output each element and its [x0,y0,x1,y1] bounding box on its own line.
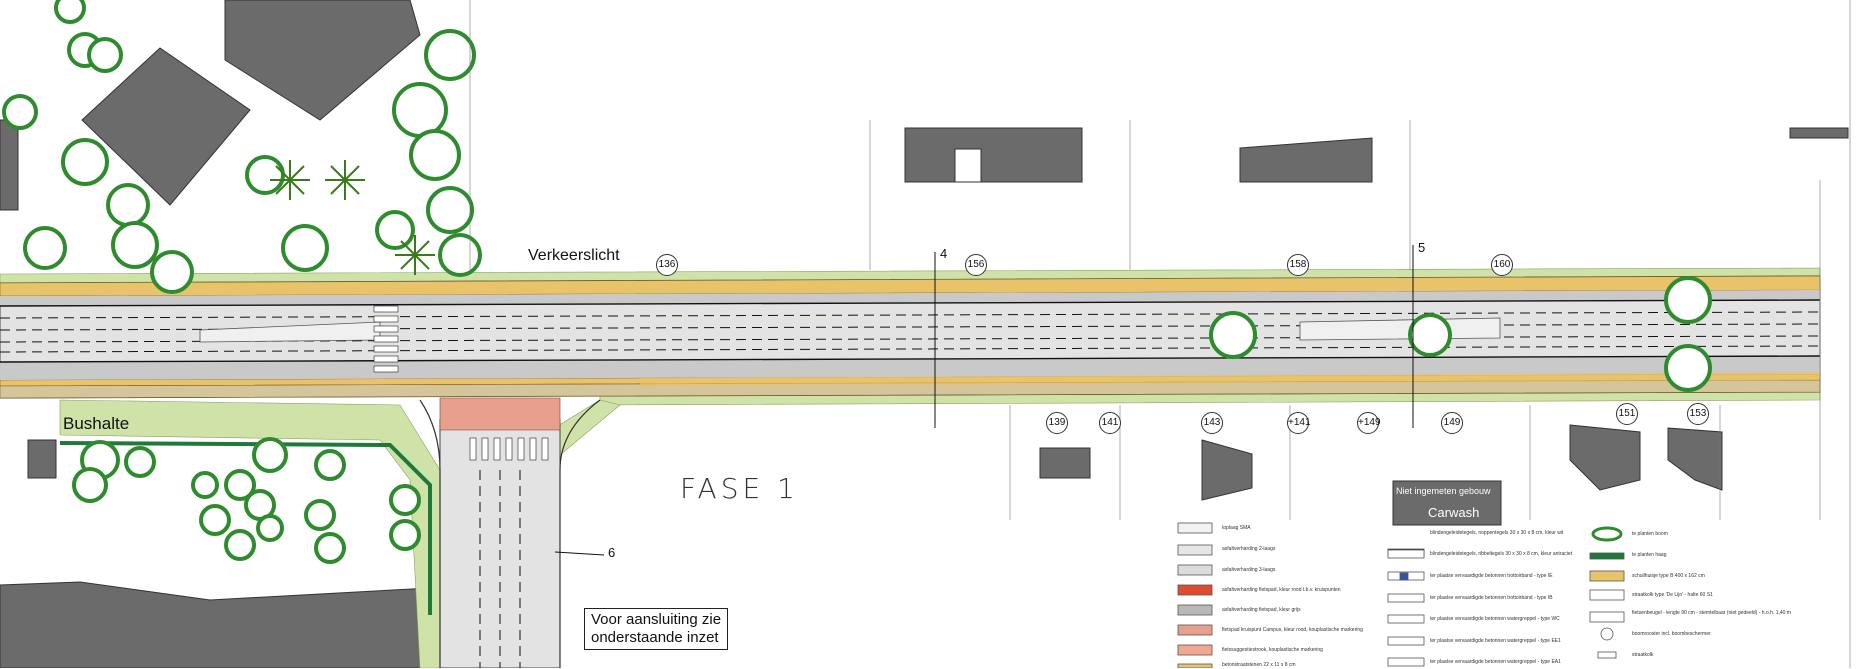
legend-item: ter plaatse vervaardigde betonnen trotto… [1430,595,1553,601]
house-number: +149 [1357,412,1381,434]
verkeerslicht-label: Verkeerslicht [528,247,620,264]
bushalte-label: Bushalte [63,414,130,433]
niet-ingemeten-label: Niet ingemeten gebouw [1396,486,1491,496]
legend-item: blindengeleidetegels, ribbeltegels 30 x … [1430,551,1573,557]
legend-item: ter plaatse vervaardigde betonnen waterg… [1430,616,1560,622]
legend-item: fietsenbeugel - lengte 90 cm - stemtelba… [1632,610,1791,616]
house-number: 151 [1616,403,1638,425]
section-5-label: 5 [1418,240,1426,255]
crosswalk-main [373,305,399,373]
legend-item: asfaltverharding fietspad, kleur rood t.… [1222,587,1341,593]
house-number: 139 [1046,412,1068,434]
legend-item: blindengeleidetegels, noppentegels 30 x … [1430,530,1564,536]
house-number: 160 [1491,254,1513,276]
section-lines [554,245,1414,556]
legend-item: fietssuggestiestrook, kouplastische mark… [1222,647,1323,653]
main-road [0,275,1821,399]
legend-item: schuilhuisje type B 400 x 162 cm [1632,573,1705,579]
legend-item: straatkolk type 'De Lijn' - halte 60 S1 [1632,592,1713,598]
house-number: 136 [656,254,678,276]
trees [2,0,1712,564]
legend-item: ter plaatse vervaardigde betonnen waterg… [1430,638,1561,644]
house-number: 149 [1441,412,1463,434]
inzet-note-line-1: Voor aansluiting zie [591,611,722,628]
palm-trees [270,160,435,275]
legend-item: te planten haag [1632,552,1667,558]
legend-item: ter plaatse vervaardigde betonnen trotto… [1430,573,1553,579]
house-number: +141 [1287,412,1311,434]
hedge [59,441,432,615]
house-number: 156 [965,254,987,276]
house-number: 158 [1287,254,1309,276]
legend-item: asfaltverharding fietspad, kleur grijs [1222,607,1301,613]
legend-item: ter plaatse vervaardigde betonnen waterg… [1430,659,1561,665]
legend-item: toplaag SMA [1222,525,1251,531]
side-road [419,397,601,668]
fase-title: FASE 1 [680,472,799,505]
legend-item: betonstraatstenen 22 x 11 x 8 cm [1222,662,1296,668]
section-6-label: 6 [608,545,616,560]
legend-item: te planten boom [1632,531,1668,537]
house-number: 143 [1201,412,1223,434]
legend-item: straatkolk [1632,652,1654,658]
legend-item: asfaltverharding 3-laags [1222,567,1276,573]
section-4-label: 4 [940,246,948,261]
legend-item: fietspad kruispunt Campus, kleur rood, k… [1222,627,1363,633]
legend-swatches [1177,522,1625,668]
carwash-label: Carwash [1428,505,1480,520]
house-number: 153 [1687,403,1709,425]
house-number: 141 [1099,412,1121,434]
legend-item: boomrooster incl. boombeschermer [1632,631,1711,637]
legend-item: asfaltverharding 2-laags [1222,546,1276,552]
inzet-note-line-2: onderstaande inzet [591,629,719,646]
inzet-note-box: Voor aansluiting zie onderstaande inzet [584,608,729,650]
